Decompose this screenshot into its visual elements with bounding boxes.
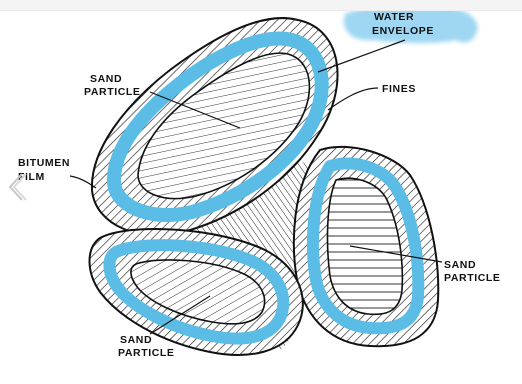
label-fines: FINES — [382, 83, 416, 95]
label-sand-particle-top-line2: PARTICLE — [84, 86, 141, 98]
top-bar — [0, 0, 522, 11]
label-sand-particle-right-line1: SAND — [444, 259, 476, 271]
water-envelope-callout: WATER ENVELOPE — [344, 6, 478, 43]
label-water-envelope-line1: WATER — [374, 11, 414, 23]
label-water-envelope-line2: ENVELOPE — [372, 25, 434, 37]
label-sand-particle-bottom-line1: SAND — [120, 334, 152, 346]
chevron-left-icon[interactable] — [6, 170, 28, 204]
label-sand-particle-bottom-line2: PARTICLE — [118, 347, 175, 359]
label-sand-particle-top-line1: SAND — [90, 73, 122, 85]
sand-grain-right — [294, 147, 438, 346]
label-bitumen-line1: BITUMEN — [18, 157, 70, 169]
label-sand-particle-right-line2: PARTICLE — [444, 272, 501, 284]
